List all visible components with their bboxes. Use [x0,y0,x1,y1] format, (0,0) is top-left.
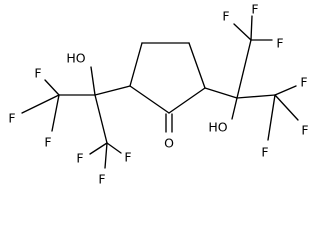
fluorine-label-f12: F [261,145,268,160]
ketone-group: O [164,113,174,151]
fluorine-label-f7: F [222,9,229,24]
cf3a-right-f-top-bond [250,15,253,41]
fluorine-label-f6: F [124,150,131,165]
fluorine-label-f8: F [251,2,258,17]
cf3b-f-right-bond [106,142,122,154]
left-substituent: HO F F F F F F [8,51,131,187]
left-c-to-oh-bond [90,66,96,96]
right-ring-to-quaternary-c-bond [204,87,238,99]
cf3b-f-left-bond [89,142,108,155]
left-ring-to-quaternary-c-bond [94,85,131,96]
fluorine-label-f2: F [8,111,15,126]
ring-bond-right-lower [168,87,206,114]
right-c-to-oh-bond [231,97,238,120]
ring-bond-left-lower [129,85,170,114]
fluorine-label-f10: F [300,75,307,90]
cf3b-f-bottom-bond [104,142,108,169]
right-c-to-cf3a-bond [236,39,252,99]
right-hydroxyl-label: HO [208,120,227,135]
cf3a-f-bottom-bond [51,94,60,132]
fluorine-label-f3: F [44,135,51,150]
cf3b-right-f-top-bond [274,85,297,96]
right-substituent: HO F F F F F F [204,2,309,160]
cf3a-f-left-bond [21,94,60,114]
left-hydroxyl-label: HO [66,51,85,66]
cf3a-right-f-left-bond [233,23,252,41]
ring-bond-top-right [188,42,206,89]
fluorine-label-f11: F [301,123,308,138]
fluorine-label-f5: F [98,172,105,187]
ketone-oxygen-label: O [164,136,174,151]
fluorine-label-f1: F [34,66,41,81]
fluorine-label-f4: F [76,151,83,166]
cf3a-f-top-bond [44,79,60,96]
molecule-structure-diagram: O HO F F F F F F HO F F F [8,2,309,187]
cyclopentanone-ring [129,42,206,114]
cf3b-right-f-bottom-bond [267,94,276,141]
ring-bond-top-left [129,42,143,87]
cf3b-right-f-right-bond [274,94,299,121]
fluorine-label-f9: F [276,36,283,51]
right-c-to-cf3b-bond [236,94,276,99]
left-c-to-cf3b-bond [94,94,108,144]
